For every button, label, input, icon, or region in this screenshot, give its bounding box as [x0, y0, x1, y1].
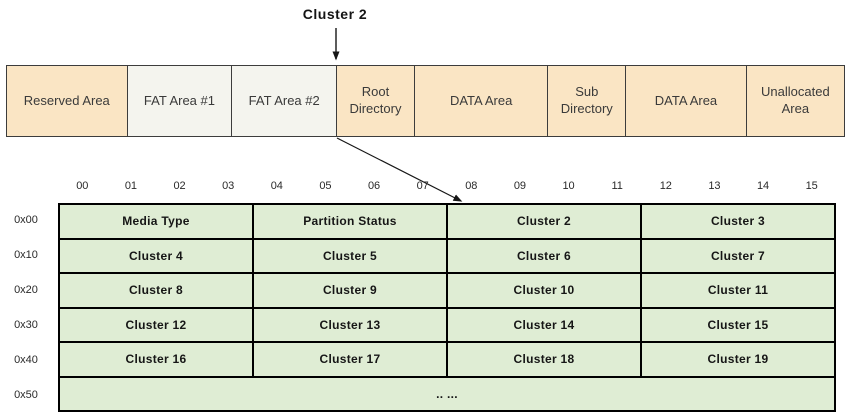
row-label: 0x10 — [14, 249, 38, 262]
segment-label: Sub Directory — [560, 84, 613, 116]
column-header: 11 — [611, 180, 623, 192]
segment-label: FAT Area #1 — [143, 92, 215, 108]
table-row-0x00: Media Type Partition Status Cluster 2 Cl… — [60, 205, 834, 238]
cell-cluster-15: Cluster 15 — [642, 308, 834, 341]
table-row-0x10: Cluster 4 Cluster 5 Cluster 6 Cluster 7 — [60, 239, 834, 272]
cell-partition-status: Partition Status — [254, 205, 446, 238]
column-header: 00 — [76, 180, 89, 192]
segment-unallocated-area: Unallocated Area — [746, 65, 845, 137]
cell-cluster-9: Cluster 9 — [254, 274, 446, 307]
cell-cluster-16: Cluster 16 — [60, 343, 252, 376]
segment-fat-area-2: FAT Area #2 — [232, 65, 338, 137]
row-label: 0x50 — [14, 388, 38, 401]
column-header: 03 — [222, 180, 235, 192]
segment-reserved-area: Reserved Area — [6, 65, 128, 137]
segment-label: Root Directory — [349, 84, 402, 116]
cell-cluster-6: Cluster 6 — [448, 239, 640, 272]
cell-cluster-7: Cluster 7 — [642, 239, 834, 272]
column-header: 14 — [756, 180, 770, 192]
segment-root-directory: Root Directory — [337, 65, 415, 137]
segment-data-area-2: DATA Area — [626, 65, 747, 137]
segment-label: FAT Area #2 — [248, 92, 320, 108]
column-header: 04 — [270, 180, 283, 192]
column-header: 06 — [367, 180, 381, 192]
cell-cluster-19: Cluster 19 — [642, 343, 834, 376]
column-header: 10 — [562, 180, 575, 192]
segment-label: DATA Area — [654, 92, 718, 108]
row-label: 0x30 — [14, 318, 38, 331]
fat-entries-table: Media Type Partition Status Cluster 2 Cl… — [58, 203, 836, 412]
column-header: 09 — [513, 180, 527, 192]
cluster2-annotation-label: Cluster 2 — [302, 6, 368, 22]
cell-media-type: Media Type — [60, 205, 252, 238]
cell-cluster-10: Cluster 10 — [448, 274, 640, 307]
table-row-0x40: Cluster 16 Cluster 17 Cluster 18 Cluster… — [60, 343, 834, 376]
disk-layout-bar: Reserved Area FAT Area #1 FAT Area #2 Ro… — [6, 65, 845, 137]
cell-ellipsis: .. ... — [60, 377, 834, 410]
row-offset-labels: 0x00 0x10 0x20 0x30 0x40 0x50 — [2, 203, 50, 412]
byte-offset-column-headers: 00 01 02 03 04 05 06 07 08 09 10 11 12 1… — [58, 177, 836, 195]
column-header: 13 — [708, 180, 721, 192]
cell-cluster-12: Cluster 12 — [60, 308, 252, 341]
cell-cluster-11: Cluster 11 — [642, 274, 834, 307]
segment-sub-directory: Sub Directory — [548, 65, 627, 137]
cell-cluster-17: Cluster 17 — [254, 343, 446, 376]
column-header: 01 — [124, 180, 138, 192]
column-header: 02 — [173, 180, 186, 192]
row-label: 0x20 — [14, 284, 38, 297]
table-row-0x30: Cluster 12 Cluster 13 Cluster 14 Cluster… — [60, 308, 834, 341]
segment-label: Reserved Area — [23, 92, 110, 108]
column-header: 08 — [465, 180, 478, 192]
table-row-0x20: Cluster 8 Cluster 9 Cluster 10 Cluster 1… — [60, 274, 834, 307]
column-header: 07 — [416, 180, 429, 192]
segment-label: DATA Area — [449, 92, 513, 108]
segment-fat-area-1: FAT Area #1 — [127, 65, 233, 137]
cell-cluster-5: Cluster 5 — [254, 239, 446, 272]
segment-data-area-1: DATA Area — [414, 65, 549, 137]
cell-cluster-2: Cluster 2 — [448, 205, 640, 238]
column-header: 12 — [659, 180, 672, 192]
cell-cluster-4: Cluster 4 — [60, 239, 252, 272]
cell-cluster-8: Cluster 8 — [60, 274, 252, 307]
column-header: 15 — [805, 180, 818, 192]
cell-cluster-14: Cluster 14 — [448, 308, 640, 341]
row-label: 0x00 — [14, 214, 38, 227]
column-header: 05 — [319, 180, 332, 192]
cell-cluster-18: Cluster 18 — [448, 343, 640, 376]
table-row-0x50: .. ... — [60, 377, 834, 410]
row-label: 0x40 — [14, 353, 38, 366]
cell-cluster-13: Cluster 13 — [254, 308, 446, 341]
cell-cluster-3: Cluster 3 — [642, 205, 834, 238]
segment-label: Unallocated Area — [761, 84, 830, 116]
